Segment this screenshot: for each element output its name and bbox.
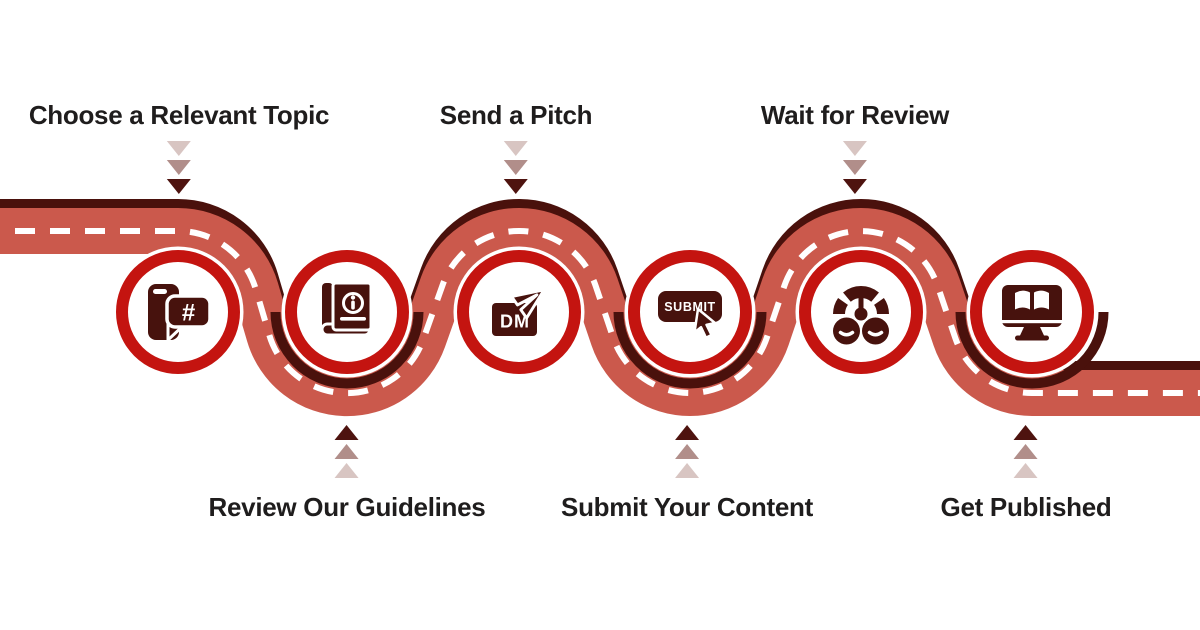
review-gauge-icon <box>833 286 889 345</box>
step-badge-1: # <box>112 246 244 378</box>
step-6: Get Published <box>941 425 1112 523</box>
arrow-stack <box>674 425 699 478</box>
arrow-down-icon <box>503 141 528 157</box>
phone-hashtag-chat-icon: # <box>148 284 212 344</box>
road-center-dashes <box>0 227 1200 397</box>
arrow-up-icon <box>1014 463 1038 478</box>
step-label: Choose a Relevant Topic <box>28 100 330 130</box>
road-shadow-crescent <box>270 311 424 389</box>
arrow-up-icon <box>335 444 359 459</box>
arrow-down-icon <box>166 141 191 157</box>
dm-paper-plane-icon: DM <box>492 288 546 336</box>
submit-glyph: SUBMIT <box>664 300 716 314</box>
step-label: Send a Pitch <box>439 100 593 130</box>
arrow-up-icon <box>335 425 359 440</box>
arrow-down-icon <box>503 179 528 195</box>
submit-button-cursor-icon: SUBMIT <box>658 291 722 340</box>
arrow-up-icon <box>674 425 699 440</box>
arrow-stack <box>166 141 191 195</box>
step-label: Get Published <box>940 492 1112 522</box>
step-label: Review Our Guidelines <box>208 492 486 522</box>
step-4: Submit Your Content <box>561 425 813 523</box>
arrow-down-icon <box>842 179 867 195</box>
step-badge-5 <box>795 246 927 378</box>
road-shadow-crescent <box>613 311 767 389</box>
step-5: Wait for Review <box>760 100 950 195</box>
step-2: Review Our Guidelines <box>209 425 486 523</box>
step-badge-3: DM <box>453 246 585 378</box>
step-label: Wait for Review <box>760 100 950 130</box>
arrow-stack <box>842 141 867 195</box>
published-book-monitor-icon <box>1002 285 1062 341</box>
arrow-stack <box>1014 425 1038 478</box>
hashtag-glyph: # <box>182 300 195 327</box>
dm-glyph: DM <box>500 312 530 332</box>
arrow-down-icon <box>503 160 528 176</box>
arrow-up-icon <box>335 463 359 478</box>
arrow-down-icon <box>166 160 191 176</box>
arrow-stack <box>503 141 528 195</box>
step-badge-4: SUBMIT <box>624 246 756 378</box>
arrow-down-icon <box>166 179 191 195</box>
step-badge-2 <box>281 246 413 378</box>
arrow-up-icon <box>674 444 699 459</box>
arrow-up-icon <box>674 463 699 478</box>
arrow-up-icon <box>1014 444 1038 459</box>
step-badge-6 <box>966 246 1098 378</box>
info-book-icon <box>320 281 373 337</box>
step-3: Send a Pitch <box>439 100 593 195</box>
arrow-down-icon <box>842 141 867 157</box>
step-label: Submit Your Content <box>561 492 813 522</box>
step-1: Choose a Relevant Topic <box>28 100 330 195</box>
road-shadow-crescent <box>955 311 1109 389</box>
arrow-stack <box>335 425 359 478</box>
arrow-up-icon <box>1014 425 1038 440</box>
arrow-down-icon <box>842 160 867 176</box>
